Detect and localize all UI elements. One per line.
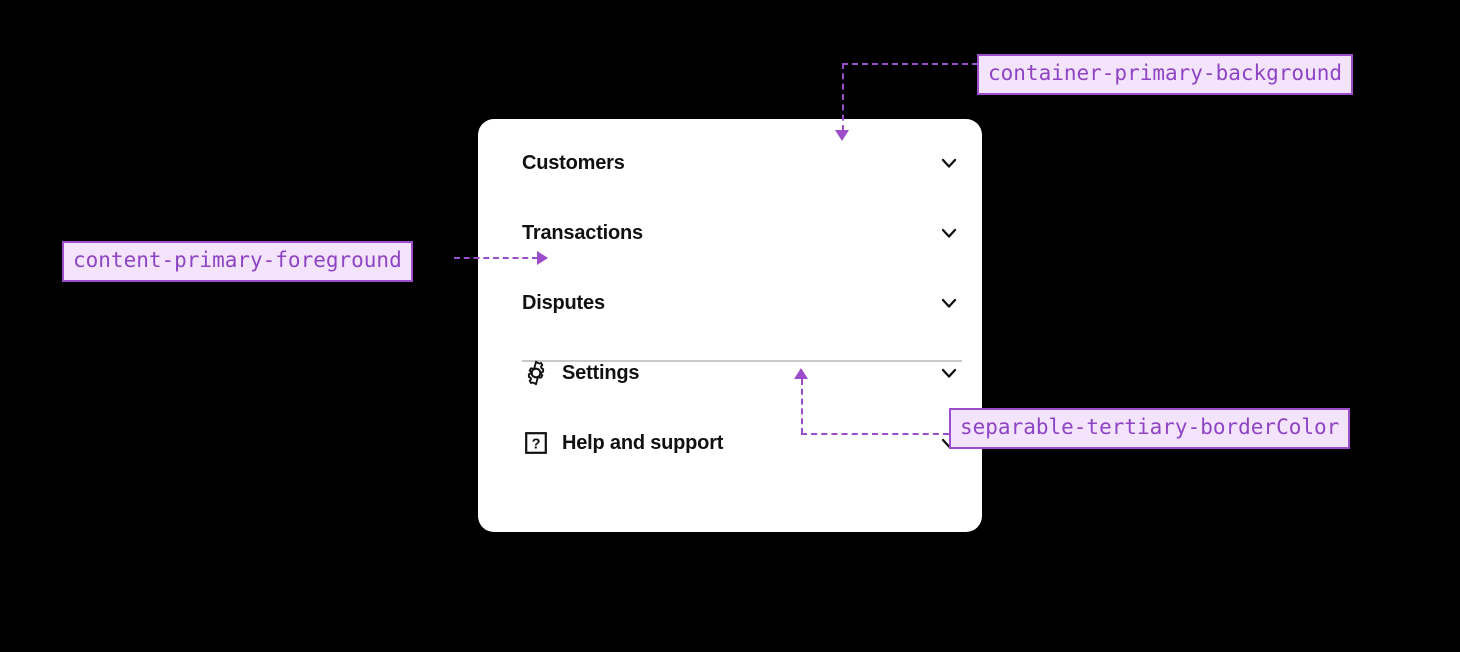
annotation-label-container-primary-background: container-primary-background (977, 54, 1354, 95)
leader-line-content-primary-foreground-horizontal (454, 257, 538, 259)
menu-item-label: Transactions (522, 221, 643, 244)
menu-item-transactions[interactable]: Transactions (522, 209, 962, 257)
annotation-label-content-primary-foreground: content-primary-foreground (62, 241, 413, 282)
menu-item-settings[interactable]: Settings (522, 349, 962, 397)
help-square-icon: ? (522, 429, 550, 457)
arrowhead-down-container-primary-background (835, 130, 849, 141)
menu-divider (522, 360, 962, 362)
menu-item-label: Settings (562, 361, 640, 384)
svg-text:?: ? (532, 436, 541, 452)
menu-item-customers[interactable]: Customers (522, 139, 962, 187)
leader-line-container-primary-background-vertical (842, 63, 844, 131)
leader-line-separable-tertiary-bordercolor-vertical (801, 379, 803, 434)
gear-icon (522, 359, 550, 387)
annotation-label-separable-tertiary-bordercolor: separable-tertiary-borderColor (949, 408, 1351, 449)
menu-card: Customers Transactions Disputes (478, 119, 982, 532)
menu-item-disputes[interactable]: Disputes (522, 279, 962, 327)
chevron-down-icon[interactable] (936, 360, 962, 386)
arrowhead-right-content-primary-foreground (537, 251, 548, 265)
chevron-down-icon[interactable] (936, 290, 962, 316)
leader-line-separable-tertiary-bordercolor-horizontal (801, 433, 949, 435)
menu-item-label: Disputes (522, 291, 605, 314)
menu-item-label: Help and support (562, 431, 724, 454)
chevron-down-icon[interactable] (936, 150, 962, 176)
arrowhead-up-separable-tertiary-bordercolor (794, 368, 808, 379)
menu-item-help-and-support[interactable]: ? Help and support (522, 419, 962, 467)
menu-item-label: Customers (522, 151, 625, 174)
leader-line-container-primary-background-horizontal (842, 63, 978, 65)
chevron-down-icon[interactable] (936, 220, 962, 246)
